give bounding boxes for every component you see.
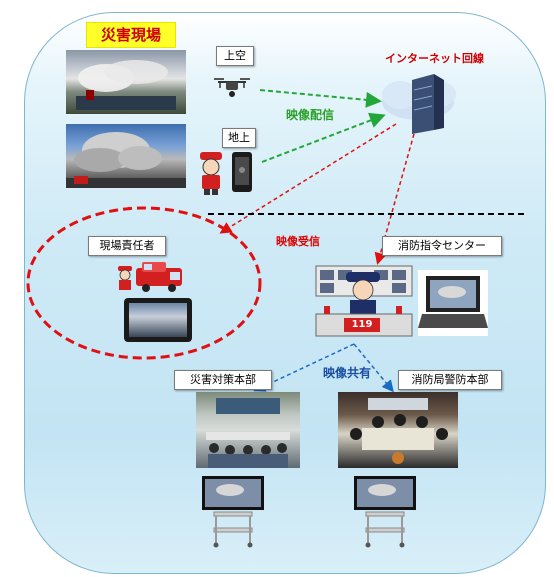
laptop-icon — [418, 276, 488, 328]
fire-hq-monitor — [352, 474, 418, 548]
disaster-photo-ground — [66, 124, 186, 188]
disaster-hq-monitor — [200, 474, 266, 548]
site-manager-label: 現場責任者 — [88, 236, 166, 256]
fire-hq-label: 消防局警防本部 — [398, 370, 502, 390]
laptop-image — [418, 270, 488, 336]
page-title: 災害現場 — [86, 22, 176, 48]
disaster-photo-aerial — [66, 50, 186, 114]
meeting-room-graphic — [206, 398, 290, 468]
site-manager-tablet — [124, 298, 192, 342]
arrow-ground-to-cloud — [261, 112, 386, 163]
monitor-stand-icon-2 — [354, 476, 416, 548]
monitor-stand-icon — [202, 476, 264, 548]
video-distribution-label: 映像配信 — [286, 108, 335, 122]
arrow-drone-to-cloud — [259, 89, 382, 108]
video-sharing-label: 映像共有 — [323, 366, 372, 380]
arrow-cloud-to-center — [374, 133, 415, 265]
command-center-label: 消防指令センター — [382, 236, 502, 256]
disaster-hq-label: 災害対策本部 — [174, 370, 272, 390]
fire-hq-photo — [338, 392, 458, 468]
smoke-graphic — [76, 60, 176, 110]
internet-label: インターネット回線 — [385, 52, 484, 65]
smoke-plume-graphic — [66, 132, 186, 188]
number-119: 119 — [344, 318, 380, 332]
sky-label: 上空 — [216, 46, 254, 66]
command-room-graphic — [350, 398, 448, 464]
video-reception-label: 映像受信 — [276, 235, 320, 248]
site-manager-highlight — [26, 206, 262, 360]
tablet-screen — [129, 303, 187, 337]
disaster-hq-photo — [196, 392, 300, 468]
arrow-center-to-fire-hq — [353, 343, 394, 393]
ground-label: 地上 — [222, 128, 256, 148]
